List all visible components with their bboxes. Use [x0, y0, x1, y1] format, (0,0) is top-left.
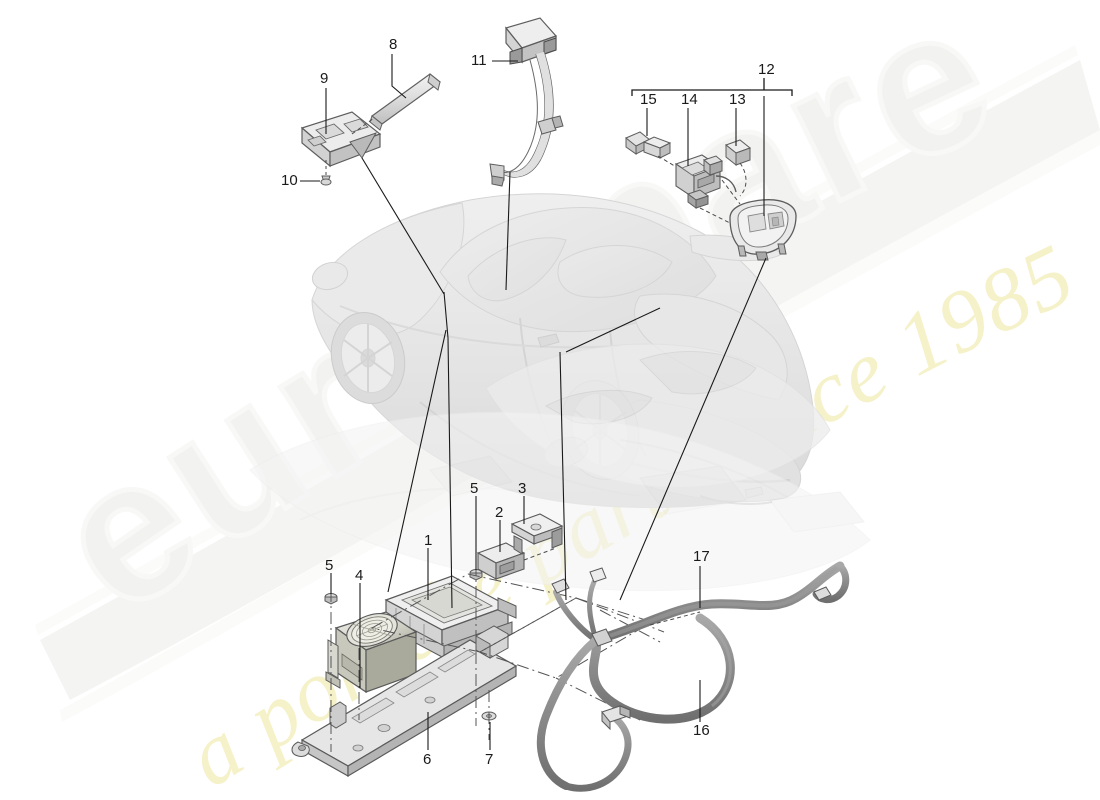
callout-label-8[interactable]: 8 [389, 36, 398, 53]
callout-label-6[interactable]: 6 [423, 751, 432, 768]
callout-label-11[interactable]: 11 [471, 52, 487, 69]
part-11-seatbelt-assembly[interactable] [489, 17, 564, 187]
part-6-mounting-bracket[interactable] [291, 625, 518, 778]
callout-label-2[interactable]: 2 [495, 504, 504, 521]
part-8-antenna-strip[interactable] [369, 73, 441, 131]
callout-label-4[interactable]: 4 [355, 567, 364, 584]
callout-label-5-right[interactable]: 5 [470, 480, 479, 497]
part-4-alarm-siren[interactable] [325, 608, 418, 694]
callout-label-7[interactable]: 7 [485, 751, 494, 768]
callout-label-9[interactable]: 9 [320, 70, 329, 87]
callout-label-16[interactable]: 16 [693, 722, 710, 739]
bracket-group-12 [631, 78, 793, 96]
part-17-wiring-harness-upper[interactable] [551, 561, 850, 645]
part-16-wiring-harness-lower[interactable] [536, 613, 735, 792]
part-12-interior-mirror[interactable] [729, 199, 797, 261]
part-9-antenna-amplifier[interactable] [300, 111, 382, 168]
callout-label-5-left[interactable]: 5 [325, 557, 334, 574]
callout-leader-lines [300, 54, 767, 750]
callout-label-12[interactable]: 12 [758, 61, 775, 78]
part-13-connector-clip[interactable] [702, 139, 752, 205]
callout-label-15[interactable]: 15 [640, 91, 657, 108]
part-3-mounting-clip[interactable] [510, 513, 564, 555]
part-2-connector-bracket[interactable] [476, 542, 557, 580]
callout-label-17[interactable]: 17 [693, 548, 710, 565]
callout-label-13[interactable]: 13 [729, 91, 746, 108]
callout-label-3[interactable]: 3 [518, 480, 527, 497]
front-wheel [330, 312, 406, 404]
part-15-connector-plug[interactable] [625, 131, 679, 169]
callout-label-1[interactable]: 1 [424, 532, 433, 549]
part-10-screw[interactable] [320, 160, 332, 186]
callout-label-14[interactable]: 14 [681, 91, 698, 108]
callout-label-10[interactable]: 10 [281, 172, 298, 189]
